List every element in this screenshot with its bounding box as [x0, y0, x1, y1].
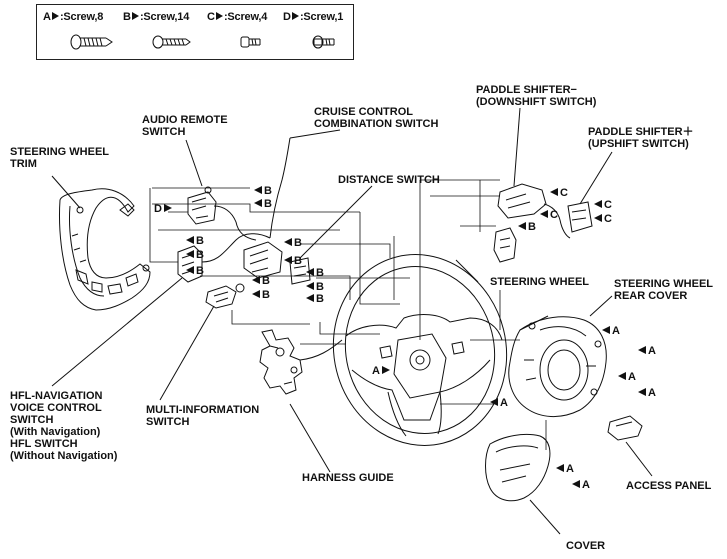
callout-b-cruise-2: B — [284, 256, 302, 267]
harness-guide-part — [259, 329, 343, 395]
screw-c-icon — [240, 36, 261, 48]
legend-item-b: B:Screw,14 — [123, 11, 190, 23]
callout-c-minus-2: C — [540, 210, 558, 221]
callout-c-plus-1: C — [594, 200, 612, 211]
callout-c-minus-1: C — [550, 188, 568, 199]
callout-b-audio-1: B — [254, 186, 272, 197]
callout-b-paddle: B — [518, 222, 536, 233]
callout-a-rear-4: A — [638, 388, 656, 399]
callout-b-dist-3: B — [306, 294, 324, 305]
multi-information-switch-part — [205, 283, 245, 309]
paddle-bracket-part — [493, 227, 517, 263]
label-paddle-shifter-plus: PADDLE SHIFTER＋(UPSHIFT SWITCH) — [588, 126, 694, 150]
callout-b-dist-1: B — [306, 268, 324, 279]
label-paddle-shifter-minus: PADDLE SHIFTER−(DOWNSHIFT SWITCH) — [476, 84, 597, 108]
label-distance-switch: DISTANCE SWITCH — [338, 174, 440, 186]
label-cover: COVER — [566, 540, 606, 552]
callout-a-wheel-mid: A — [490, 398, 508, 409]
callout-a-rear-1: A — [602, 326, 620, 337]
steering-wheel-trim-part — [59, 188, 151, 311]
callout-b-cruise-1: B — [284, 238, 302, 249]
steering-wheel-rear-cover-part — [508, 315, 607, 417]
cruise-control-switch-part — [243, 137, 291, 279]
screw-a-icon — [70, 34, 113, 50]
callout-a-cover-1: A — [556, 464, 574, 475]
callout-b-left-4: B — [252, 276, 270, 287]
screw-legend: A:Screw,8 B:Screw,14 C:Screw,4 D:Screw,1 — [36, 4, 354, 60]
label-access-panel: ACCESS PANEL — [626, 480, 712, 492]
leader-lines — [51, 107, 653, 535]
legend-item-d: D:Screw,1 — [283, 11, 344, 23]
label-steering-wheel: STEERING WHEEL — [490, 276, 590, 288]
callout-a-cover-2: A — [572, 480, 590, 491]
audio-remote-switch-part — [187, 186, 257, 241]
paddle-shifter-minus-part — [497, 183, 561, 221]
alignment-lines — [149, 179, 547, 450]
legend-item-a: A:Screw,8 — [43, 11, 104, 23]
paddle-shifter-plus-part — [559, 201, 593, 239]
callout-a-rear-2: A — [638, 346, 656, 357]
callout-b-left-1: B — [186, 236, 204, 247]
callout-a-rear-3: A — [618, 372, 636, 383]
access-panel-part — [607, 415, 643, 441]
callout-a-wheel-left: A — [372, 366, 390, 377]
steering-wheel-part — [332, 254, 508, 446]
screw-d-icon — [312, 35, 335, 49]
callout-b-audio-2: B — [254, 199, 272, 210]
cover-part — [485, 433, 551, 502]
callout-d-trim: D — [154, 204, 172, 215]
callout-c-plus-2: C — [594, 214, 612, 225]
screw-b-icon — [152, 35, 191, 49]
callout-b-left-3: B — [186, 266, 204, 277]
callout-b-left-5: B — [252, 290, 270, 301]
callout-b-dist-2: B — [306, 282, 324, 293]
legend-item-c: C:Screw,4 — [207, 11, 268, 23]
callout-b-left-2: B — [186, 250, 204, 261]
label-harness-guide: HARNESS GUIDE — [302, 472, 394, 484]
